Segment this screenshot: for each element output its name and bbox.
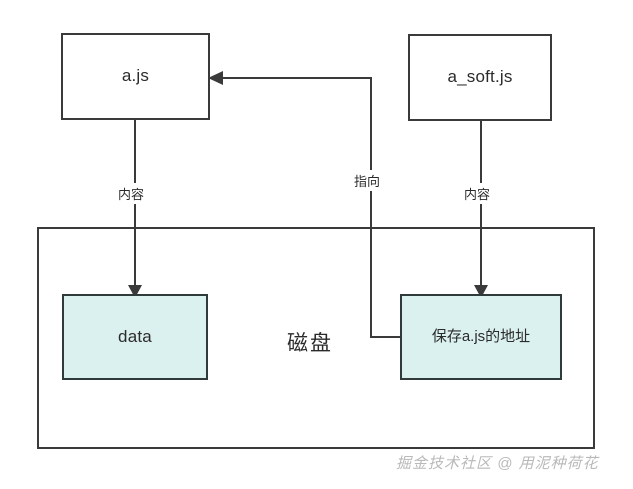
disk-region-label: 磁盘 [287,332,333,355]
watermark: 掘金技术社区 @ 用泥种荷花 [396,455,599,472]
node-data[interactable]: data [62,294,208,380]
edge-address-to-a-js [208,71,400,338]
node-address-label: 保存a.js的地址 [431,328,531,345]
node-a-js[interactable]: a.js [61,33,210,120]
node-a-soft-js[interactable]: a_soft.js [408,34,552,121]
edge-label-content-left: 内容 [115,183,148,204]
node-a-js-label: a.js [121,66,150,86]
node-data-label: data [118,326,152,346]
disk-region [37,227,595,449]
edge-label-points-to: 指向 [351,170,384,191]
node-a-soft-js-label: a_soft.js [447,67,513,87]
node-address[interactable]: 保存a.js的地址 [400,294,562,380]
edge-label-content-right: 内容 [461,183,494,204]
